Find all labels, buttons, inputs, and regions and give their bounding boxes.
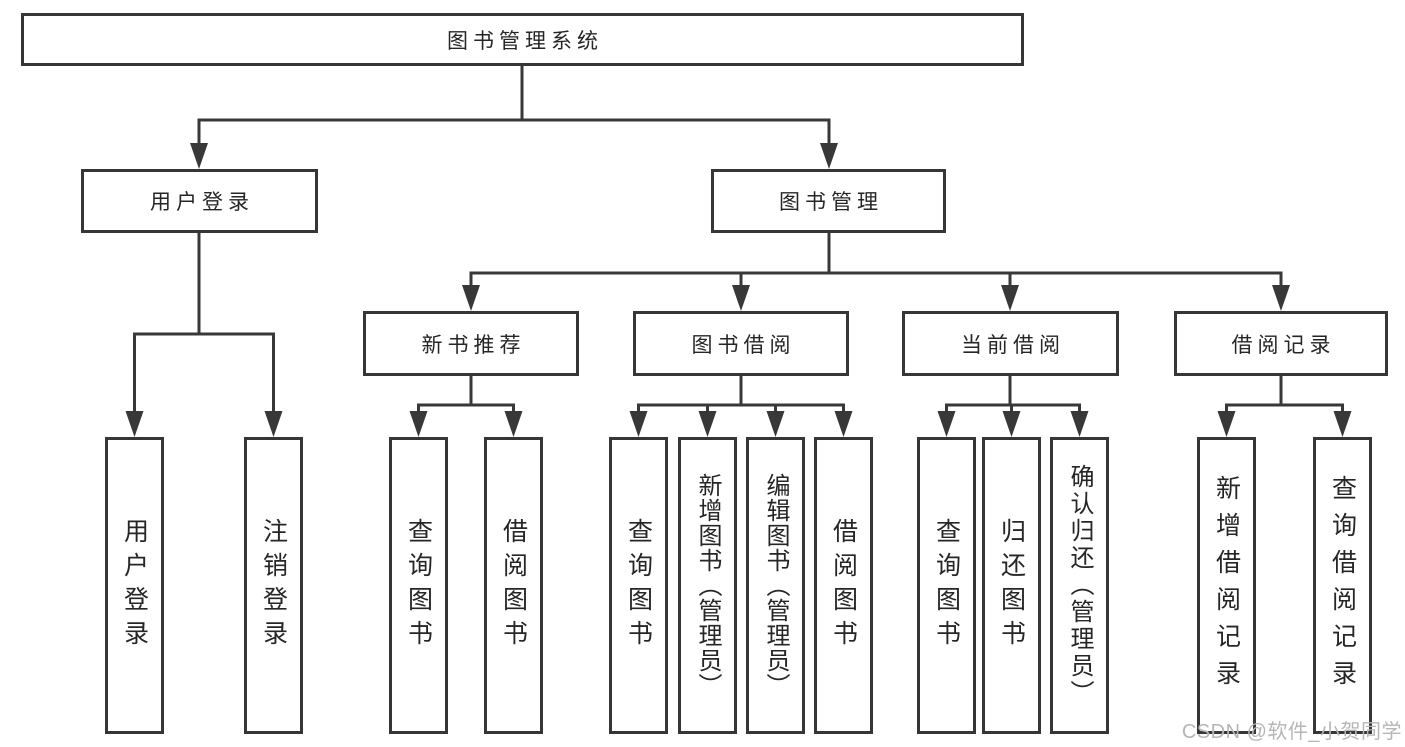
connector-borrow-record xyxy=(1217,376,1352,437)
arrow-down-icon xyxy=(629,411,648,437)
node-borrow-record: 借阅记录 xyxy=(1174,311,1388,376)
arrow-down-icon xyxy=(1002,411,1021,437)
node-leaf-add-book-admin: 新增图书（管理员） xyxy=(678,437,737,734)
node-leaf-user-login: 用户登录 xyxy=(105,437,164,734)
node-leaf-query-borrow-record: 查询借阅记录 xyxy=(1313,437,1372,734)
connector-book-borrow xyxy=(629,376,853,437)
watermark: CSDN @软件_小贺同学 xyxy=(1181,721,1402,743)
arrow-down-icon xyxy=(1333,411,1352,437)
node-leaf-confirm-return-admin: 确认归还（管理员） xyxy=(1050,437,1109,734)
arrow-down-icon xyxy=(834,411,853,437)
arrow-down-icon xyxy=(1217,411,1236,437)
node-user-login-branch: 用户登录 xyxy=(81,169,318,233)
connector-user-login xyxy=(125,233,283,437)
node-leaf-query-book-borrow: 查询图书 xyxy=(609,437,668,734)
arrow-down-icon xyxy=(462,285,480,311)
arrow-down-icon xyxy=(1001,285,1019,311)
node-leaf-return-book: 归还图书 xyxy=(982,437,1041,734)
node-leaf-query-book-current: 查询图书 xyxy=(917,437,976,734)
node-book-borrow: 图书借阅 xyxy=(633,311,849,376)
node-new-book-rec: 新书推荐 xyxy=(363,311,579,376)
node-leaf-add-borrow-record: 新增借阅记录 xyxy=(1197,437,1256,734)
arrow-down-icon xyxy=(820,143,838,169)
connector-current-borrow xyxy=(937,376,1089,437)
connector-new-book-rec xyxy=(409,376,523,437)
arrow-down-icon xyxy=(766,411,785,437)
node-current-borrow: 当前借阅 xyxy=(902,311,1119,376)
arrow-down-icon xyxy=(125,411,144,437)
connector-root xyxy=(190,66,838,169)
arrow-down-icon xyxy=(732,285,750,311)
arrow-down-icon xyxy=(504,411,523,437)
node-leaf-logout: 注销登录 xyxy=(244,437,303,734)
arrow-down-icon xyxy=(1070,411,1089,437)
arrow-down-icon xyxy=(190,143,208,169)
connector-book-mgmt xyxy=(462,233,1290,311)
node-leaf-borrow-book: 借阅图书 xyxy=(814,437,873,734)
arrow-down-icon xyxy=(264,411,283,437)
node-leaf-edit-book-admin: 编辑图书（管理员） xyxy=(746,437,805,734)
arrow-down-icon xyxy=(409,411,428,437)
arrow-down-icon xyxy=(1272,285,1290,311)
node-leaf-borrow-book-rec: 借阅图书 xyxy=(484,437,543,734)
node-root: 图书管理系统 xyxy=(21,13,1024,66)
node-leaf-query-book-rec: 查询图书 xyxy=(389,437,448,734)
arrow-down-icon xyxy=(937,411,956,437)
node-book-mgmt-branch: 图书管理 xyxy=(711,169,946,233)
arrow-down-icon xyxy=(698,411,717,437)
